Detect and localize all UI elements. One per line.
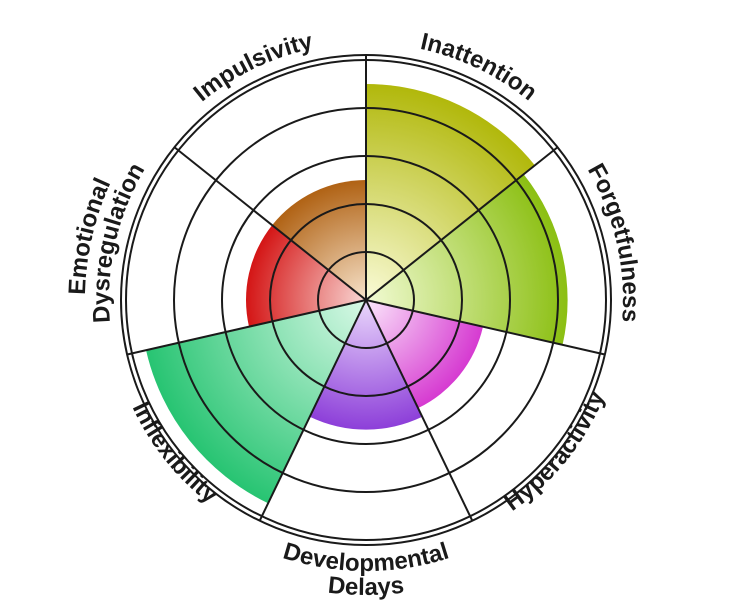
category-label: Impulsivity: [189, 28, 316, 107]
sector-forgetfulness: [366, 174, 568, 345]
category-label: Hyperactivity: [500, 386, 611, 516]
sector-emotional-dysregulation: [246, 225, 366, 327]
sector-inattention: [366, 84, 535, 300]
grid-layer: [120, 54, 612, 546]
sector-hyperactivity: [366, 300, 483, 409]
spoke: [365, 299, 474, 522]
spoke: [258, 299, 367, 522]
spoke: [173, 146, 367, 301]
sector-inflexibility: [146, 300, 366, 504]
category-label: Developmental: [280, 538, 452, 577]
sector-impulsivity: [272, 180, 366, 300]
spoke: [365, 146, 559, 301]
category-label: Forgetfulness: [582, 159, 644, 323]
sectors-layer: [146, 84, 568, 504]
spoke: [126, 299, 367, 356]
category-label: Delays: [327, 572, 406, 600]
spoke: [365, 299, 606, 356]
category-label: Inattention: [418, 28, 542, 106]
sector-developmental-delays: [309, 300, 423, 430]
